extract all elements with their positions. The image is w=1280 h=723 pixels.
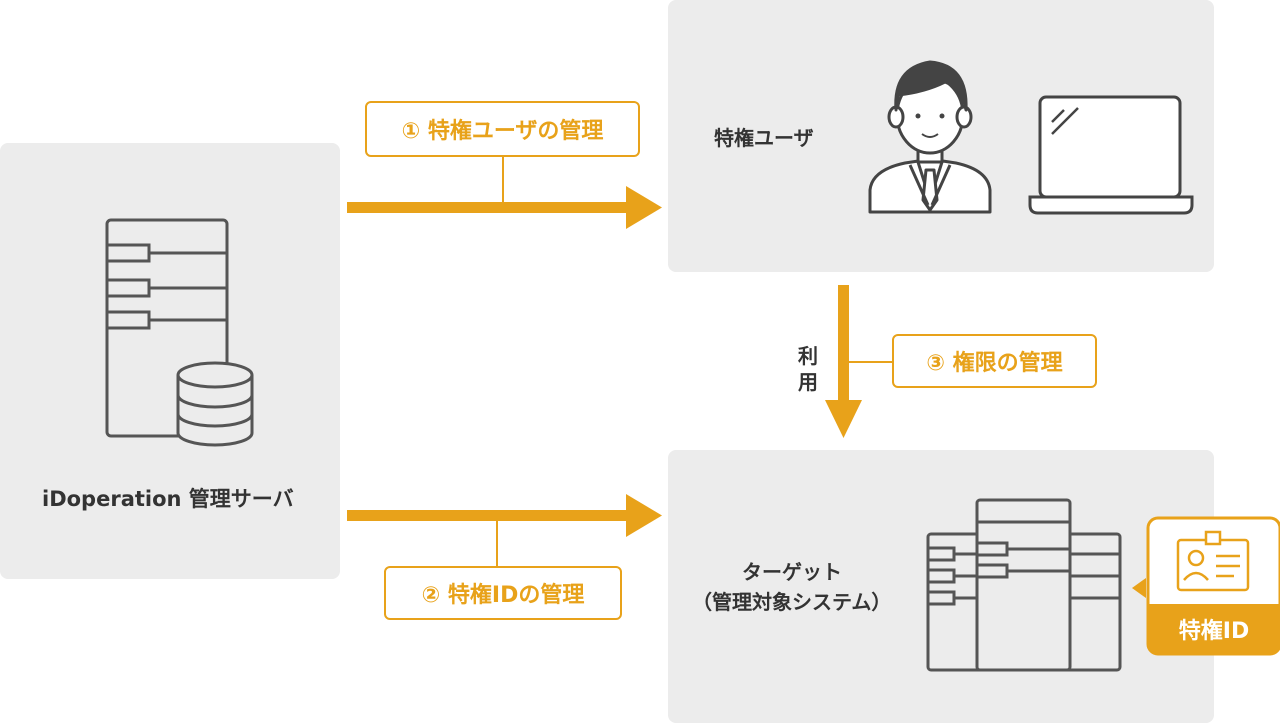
server-label: iDoperation 管理サーバ <box>42 487 294 511</box>
use-label-line2: 用 <box>798 370 818 394</box>
arrow-to-target <box>347 494 662 537</box>
database-icon <box>176 361 254 447</box>
manage-rights-label: ③ 権限の管理 <box>892 334 1097 388</box>
privileged-id-label: 特権ID <box>1178 619 1250 644</box>
user-label: 特権ユーザ <box>714 126 814 150</box>
arrow-use-down <box>825 285 862 438</box>
arrow-to-user <box>347 186 662 229</box>
target-servers-icon <box>926 498 1122 672</box>
laptop-icon <box>1028 95 1194 215</box>
target-label-line2: （管理対象システム） <box>692 590 892 614</box>
id-card-icon <box>1176 530 1250 592</box>
manage-ids-label: ② 特権IDの管理 <box>384 566 622 620</box>
target-label-line1: ターゲット <box>742 560 842 584</box>
use-label-line1: 利 <box>798 344 818 368</box>
manage-users-label: ① 特権ユーザの管理 <box>365 101 640 157</box>
person-icon <box>868 60 992 214</box>
